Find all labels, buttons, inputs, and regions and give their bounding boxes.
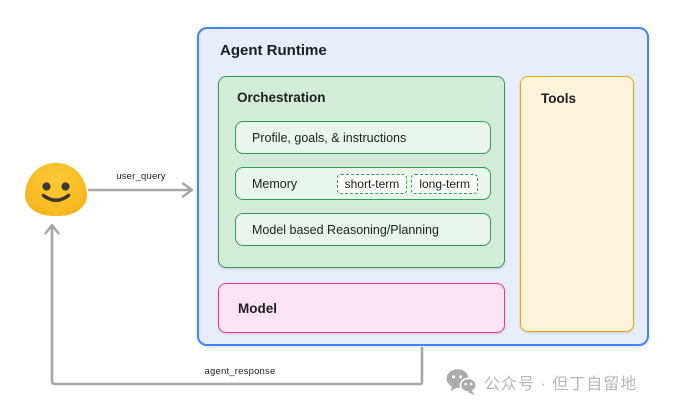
agent-runtime-title: Agent Runtime	[220, 42, 327, 59]
agent-response-arrowhead-icon	[44, 223, 60, 235]
agent-response-label: agent_response	[204, 366, 276, 377]
profile-goals-instructions-label: Profile, goals, & instructions	[252, 130, 407, 145]
tools-box: Tools	[520, 76, 634, 332]
memory-label: Memory	[252, 176, 298, 191]
memory-box: Memory short-term long-term	[235, 167, 491, 200]
wechat-icon	[446, 369, 477, 395]
tools-title: Tools	[541, 91, 576, 106]
user-query-arrowhead-icon	[181, 182, 194, 198]
orchestration-box: Orchestration Profile, goals, & instruct…	[218, 76, 505, 268]
smiley-face-features	[41, 182, 71, 203]
watermark: 公众号 · 但丁自留地	[446, 368, 637, 396]
long-term-tag: long-term	[411, 173, 478, 194]
user-query-label: user_query	[116, 171, 166, 182]
watermark-text: 公众号 · 但丁自留地	[484, 376, 638, 393]
agent-runtime-box: Agent Runtime Orchestration Profile, goa…	[197, 27, 649, 346]
memory-tags: short-term long-term	[336, 173, 478, 194]
model-box: Model	[218, 283, 505, 333]
model-title: Model	[238, 300, 277, 316]
orchestration-items: Profile, goals, & instructions Memory sh…	[235, 121, 491, 246]
model-based-reasoning-box: Model based Reasoning/Planning	[235, 213, 491, 246]
model-based-reasoning-label: Model based Reasoning/Planning	[252, 222, 439, 237]
agent-response-arrow-line	[50, 226, 424, 386]
user-smiley-icon	[25, 163, 87, 216]
profile-goals-instructions-box: Profile, goals, & instructions	[235, 121, 491, 154]
short-term-tag: short-term	[336, 173, 408, 194]
orchestration-title: Orchestration	[237, 90, 326, 105]
